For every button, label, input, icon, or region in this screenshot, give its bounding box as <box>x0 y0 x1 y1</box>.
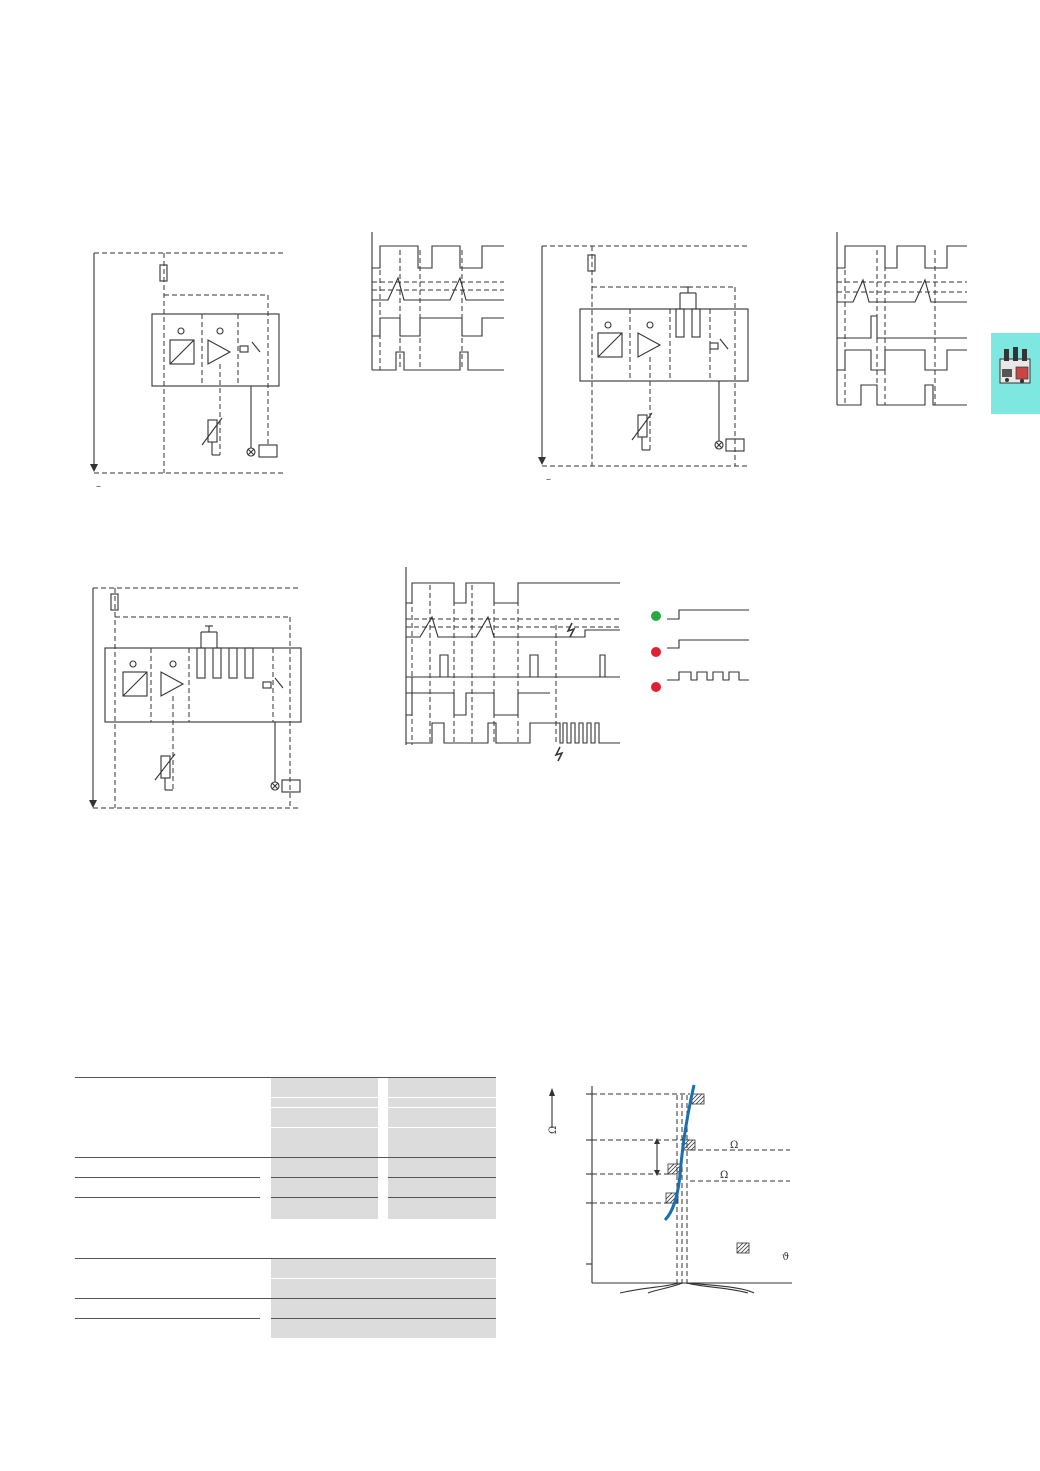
circuit-diagram-2: – <box>538 245 750 485</box>
circuit-diagram-1: – <box>90 252 285 492</box>
overload-relay-icon <box>999 347 1031 384</box>
led-red-flashing <box>651 682 661 692</box>
minus-label-1: – <box>96 481 101 492</box>
omega-label-2: Ω <box>720 1170 728 1181</box>
ptc-characteristic-chart: Ω Ω Ω ϑ <box>548 1084 792 1294</box>
theta-axis-label: ϑ <box>782 1252 789 1263</box>
minus-label-2: – <box>546 474 551 485</box>
timing-diagram-3 <box>405 567 620 762</box>
timing-diagram-1 <box>371 232 504 371</box>
circuit-diagram-3 <box>89 587 302 809</box>
led-indicator-legend <box>651 609 749 692</box>
led-red-steady <box>651 647 661 657</box>
omega-label-1: Ω <box>730 1140 738 1151</box>
led-green <box>651 611 661 621</box>
timing-diagram-2 <box>836 232 967 406</box>
omega-axis-label: Ω <box>548 1126 559 1134</box>
ptc-curve <box>663 1084 696 1222</box>
side-tab[interactable] <box>991 333 1040 414</box>
